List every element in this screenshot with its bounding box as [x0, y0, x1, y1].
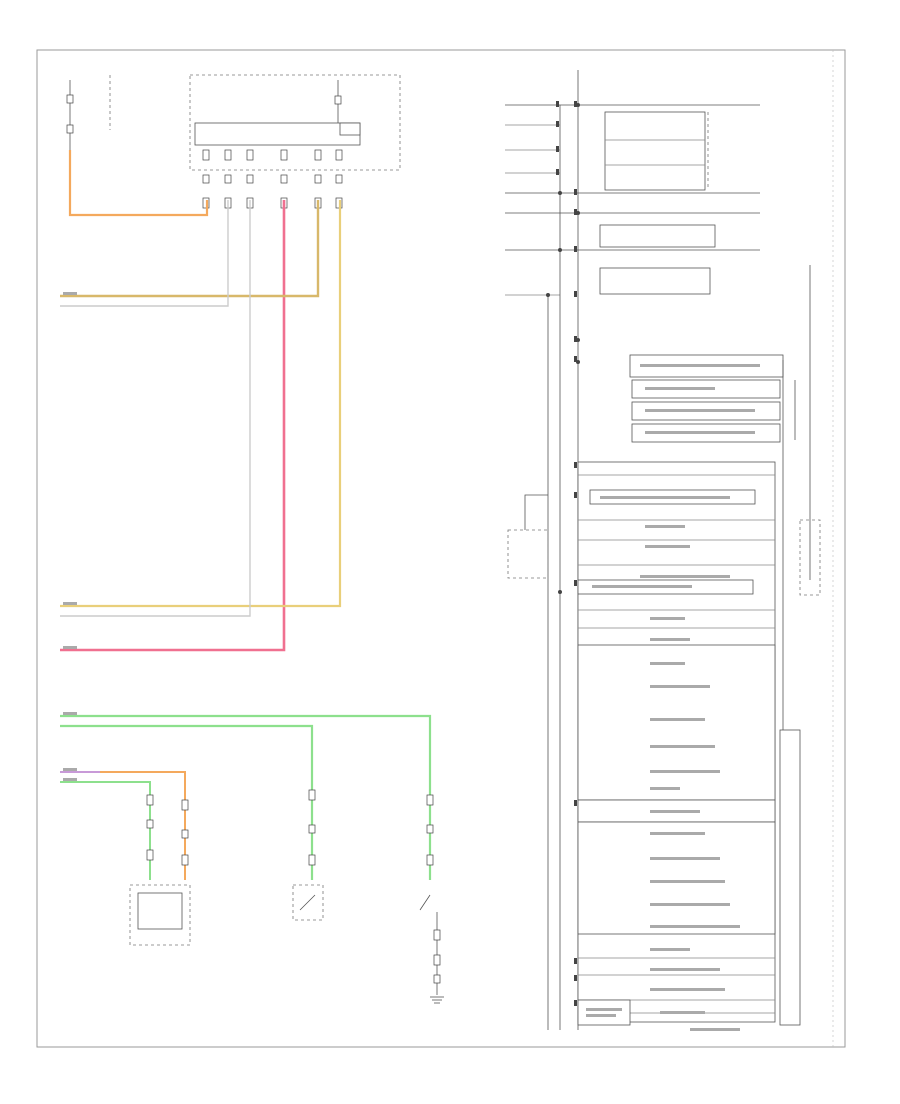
diagram-frame	[36, 49, 846, 1048]
gray-wire-upper	[60, 200, 229, 307]
pink-wire	[60, 200, 286, 652]
right-vertical-module	[779, 729, 801, 1026]
gray-wire-lower	[60, 200, 251, 617]
module-pins	[202, 149, 343, 209]
sensor-ref-box	[507, 529, 549, 579]
control-module-outline	[189, 74, 401, 171]
upper-signal-block	[604, 111, 706, 191]
sensor-component	[137, 892, 183, 930]
module-sub-block	[339, 122, 361, 136]
bottom-left-components	[129, 789, 444, 1004]
connector-pin-icon	[66, 124, 74, 134]
tan-wire-upper	[60, 200, 320, 298]
yellow-wire-lower	[60, 200, 342, 608]
wire-end-labels	[63, 292, 77, 781]
switch-symbol-icon	[419, 894, 431, 911]
mid-signal-block	[599, 224, 716, 248]
green-wire-outer	[60, 714, 432, 880]
pressure-signal-group	[577, 821, 776, 935]
ground-symbol-icon	[430, 996, 444, 1004]
sensor-branch-wire	[524, 494, 548, 530]
lamp-signal-group	[577, 644, 776, 801]
bottom-ref-box	[577, 999, 631, 1026]
module-row-text-bars	[592, 496, 740, 1031]
control-module-connector	[194, 122, 361, 146]
right-side-module	[799, 519, 821, 596]
circuit-box-text-bars	[640, 364, 760, 434]
right-control-module	[505, 70, 821, 1031]
sensor-component-outline	[129, 884, 191, 946]
top-bus-lines	[505, 104, 760, 296]
splice-dot-icon	[546, 103, 580, 594]
orange-wire-lower	[60, 771, 186, 880]
switch-symbol-icon	[299, 894, 316, 911]
orange-wire	[68, 150, 209, 217]
green-wire-lower	[60, 781, 151, 880]
connector-pin-icon	[334, 95, 342, 105]
connector-pin-icon	[66, 94, 74, 104]
switch-component-outline	[292, 884, 324, 921]
lower-signal-block	[599, 267, 711, 295]
top-left-module	[66, 74, 401, 209]
wire-harness-left	[60, 150, 432, 880]
right-pin-markers	[556, 101, 577, 1006]
